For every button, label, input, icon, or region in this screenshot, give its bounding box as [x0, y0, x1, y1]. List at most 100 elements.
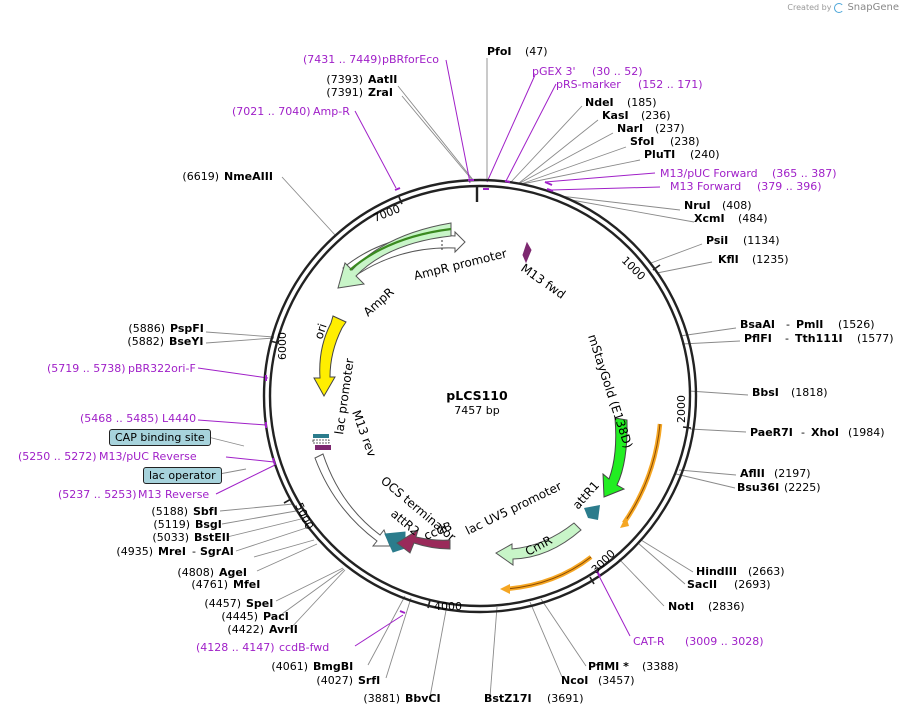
site-pluti: PluTI [644, 148, 675, 161]
svg-text:(7391): (7391) [326, 86, 363, 99]
svg-text:(1526): (1526) [838, 318, 875, 331]
primer-pbrforeco: pBRforEco [382, 53, 439, 66]
primer-prs-marker: pRS-marker [556, 78, 621, 91]
site-bstz17i: BstZ17I [484, 692, 532, 705]
site-kfli: KflI [718, 253, 739, 266]
tick-marks [269, 196, 692, 609]
label-mstaygold: mStayGold (E138D) [585, 333, 635, 450]
svg-text:(408): (408) [722, 199, 752, 212]
feature-ori [313, 315, 347, 398]
site-leader-lines [205, 58, 749, 698]
primer-ccdb-fwd: ccdB-fwd [279, 641, 329, 654]
svg-text:(7021 .. 7040): (7021 .. 7040) [232, 105, 311, 118]
label-lac-promoter: lac promoter [332, 357, 357, 435]
site-paci: PacI [263, 610, 289, 623]
site-bsteii: BstEII [194, 531, 230, 544]
tick-label-5000: 5000 [292, 501, 316, 532]
svg-text:(365 .. 387): (365 .. 387) [772, 167, 837, 180]
svg-text:(4808): (4808) [177, 566, 214, 579]
feature-mstaygold [602, 417, 628, 498]
primer-m13-forward: M13 Forward [670, 180, 741, 193]
feature-ampr [337, 222, 452, 289]
primer-markers [265, 179, 601, 614]
backbone-inner [268, 184, 692, 608]
svg-text:(185): (185) [627, 96, 657, 109]
svg-text:(7393): (7393) [326, 73, 363, 86]
feature-attr1 [584, 505, 600, 520]
svg-text:(4061): (4061) [271, 660, 308, 673]
svg-text:(5033): (5033) [152, 531, 189, 544]
site-pfoi: PfoI [487, 45, 512, 58]
primer-cat-r: CAT-R [633, 635, 665, 648]
svg-text:(4935): (4935) [116, 545, 153, 558]
tick-label-1000: 1000 [619, 254, 648, 283]
svg-text:(240): (240) [690, 148, 720, 161]
svg-text:(484): (484) [738, 212, 768, 225]
svg-text:(237): (237) [655, 122, 685, 135]
features [312, 222, 663, 594]
primer-pgex-3: pGEX 3' [532, 65, 576, 78]
svg-text:(1577): (1577) [857, 332, 894, 345]
svg-text:(30 .. 52): (30 .. 52) [592, 65, 643, 78]
label-ampr: AmpR [361, 285, 397, 319]
svg-text:-: - [785, 332, 789, 345]
svg-text:(4445): (4445) [221, 610, 258, 623]
site-ncoi: NcoI [561, 674, 588, 687]
backbone-outer [262, 178, 698, 614]
site-ndei: NdeI [585, 96, 614, 109]
svg-text:(1818): (1818) [791, 386, 828, 399]
site-labels: PfoI (47) NdeI (185) KasI (236) NarI (23… [116, 45, 893, 705]
site-pflfi: PflFI [744, 332, 772, 345]
site-spei: SpeI [246, 597, 273, 610]
svg-text:(152 .. 171): (152 .. 171) [638, 78, 703, 91]
svg-text:(4761): (4761) [191, 578, 228, 591]
svg-text:(5250 .. 5272): (5250 .. 5272) [18, 450, 97, 463]
cap-binding-site-badge: CAP binding site [109, 429, 211, 446]
svg-text:(4027): (4027) [316, 674, 353, 687]
site-pflmi: PflMI * [588, 660, 629, 673]
svg-text:(2663): (2663) [748, 565, 785, 578]
primer-labels: (7431 .. 7449) pBRforEco pGEX 3' (30 .. … [18, 53, 837, 654]
svg-text:(4128 .. 4147): (4128 .. 4147) [196, 641, 275, 654]
site-kasi: KasI [602, 109, 629, 122]
site-sbfi: SbfI [193, 505, 218, 518]
primer-amp-r: Amp-R [313, 105, 350, 118]
feature-orange-bottom [505, 555, 593, 592]
site-bsu36i: Bsu36I [737, 481, 779, 494]
svg-text:(1235): (1235) [752, 253, 789, 266]
svg-text:(5237 .. 5253): (5237 .. 5253) [58, 488, 137, 501]
site-zrai: ZraI [368, 86, 393, 99]
primer-pbr322ori-f: pBR322ori-F [128, 362, 196, 375]
primer-leader-lines [197, 59, 661, 647]
tick-label-6000: 6000 [276, 332, 289, 360]
primer-m13-reverse: M13 Reverse [138, 488, 209, 501]
label-ampr-promoter: AmpR promoter [412, 246, 508, 283]
site-bbvci: BbvCI [405, 692, 441, 705]
site-bsgi: BsgI [195, 518, 222, 531]
feature-lac-operator [315, 445, 331, 450]
site-srfi: SrfI [358, 674, 380, 687]
svg-text:(47): (47) [525, 45, 548, 58]
site-nrui: NruI [684, 199, 711, 212]
svg-text:(2197): (2197) [774, 467, 811, 480]
svg-text:(5719 .. 5738): (5719 .. 5738) [47, 362, 126, 375]
site-bseyi: BseYI [169, 335, 203, 348]
svg-text:-: - [801, 426, 805, 439]
site-mrei: MreI [158, 545, 186, 558]
site-sfoi: SfoI [630, 135, 654, 148]
label-ori: ori [312, 322, 330, 341]
svg-text:(5188): (5188) [151, 505, 188, 518]
svg-text:(5886): (5886) [128, 322, 165, 335]
site-nmeaiii: NmeAIII [224, 170, 273, 183]
label-m13-fwd: M13 fwd [518, 261, 568, 302]
tick-label-3000: 3000 [589, 547, 618, 576]
svg-text:(1134): (1134) [743, 234, 780, 247]
svg-text:-: - [192, 545, 196, 558]
svg-text:(3691): (3691) [547, 692, 584, 705]
svg-text:(1984): (1984) [848, 426, 885, 439]
svg-text:(2225): (2225) [784, 481, 821, 494]
svg-text:(5882): (5882) [127, 335, 164, 348]
site-nari: NarI [617, 122, 643, 135]
site-pspfi: PspFI [170, 322, 204, 335]
